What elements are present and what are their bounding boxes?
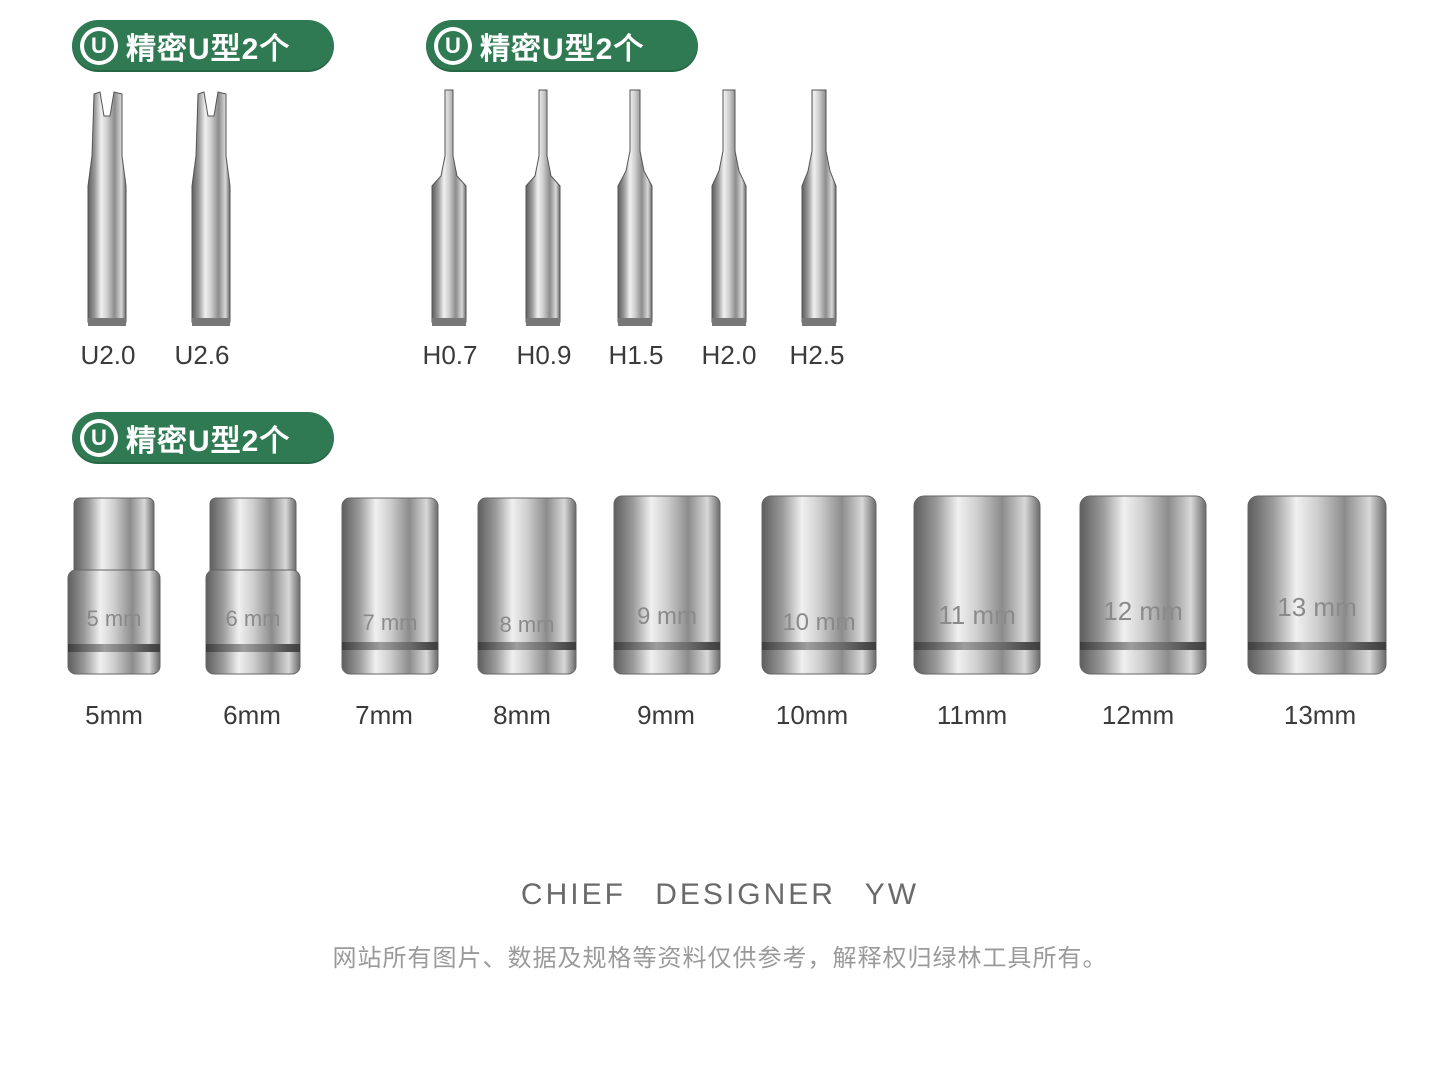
u-circle-icon: U bbox=[434, 27, 472, 65]
socket-label: 13mm bbox=[1283, 700, 1357, 730]
socket-label: 10mm bbox=[775, 700, 849, 730]
socket-engraving: 11 mm bbox=[938, 600, 1016, 630]
hex-bit-label: H2.5 bbox=[789, 340, 845, 370]
socket-label: 12mm bbox=[1101, 700, 1175, 730]
socket-image: 5 mm bbox=[67, 497, 161, 675]
badge-title: 精密U型2个 bbox=[126, 425, 291, 458]
u-bit-label: U2.6 bbox=[174, 340, 230, 370]
disclaimer-note: 网站所有图片、数据及规格等资料仅供参考，解释权归绿林工具所有。 bbox=[332, 945, 1108, 972]
socket-label: 11mm bbox=[936, 700, 1008, 730]
u-circle-icon: U bbox=[80, 27, 118, 65]
socket-engraving: 10 mm bbox=[782, 609, 855, 636]
socket-engraving: 12 mm bbox=[1103, 596, 1182, 626]
socket-engraving: 7 mm bbox=[363, 610, 418, 635]
socket-image: 6 mm bbox=[205, 497, 301, 675]
socket-image: 9 mm bbox=[613, 495, 721, 675]
socket-image: 12 mm bbox=[1079, 495, 1207, 675]
socket-engraving: 8 mm bbox=[500, 612, 555, 637]
hex-bit-image bbox=[711, 89, 747, 326]
hex-bit-image bbox=[801, 89, 837, 326]
socket-image: 10 mm bbox=[761, 495, 877, 675]
socket-engraving: 9 mm bbox=[637, 603, 697, 630]
hex-bit-label: H0.9 bbox=[516, 340, 572, 370]
socket-label: 8mm bbox=[493, 700, 551, 730]
u-bit-image bbox=[191, 91, 231, 326]
section-badge-hex-bits: U 精密U型2个 bbox=[426, 20, 698, 72]
hex-bit-image bbox=[431, 89, 467, 326]
hex-bit-image bbox=[525, 89, 561, 326]
socket-label: 5mm bbox=[85, 700, 143, 730]
u-bit-label: U2.0 bbox=[80, 340, 136, 370]
socket-image: 8 mm bbox=[477, 497, 577, 675]
hex-bit-label: H0.7 bbox=[422, 340, 478, 370]
u-circle-icon: U bbox=[80, 419, 118, 457]
socket-label: 6mm bbox=[223, 700, 281, 730]
socket-engraving: 5 mm bbox=[87, 606, 142, 631]
hex-bit-label: H1.5 bbox=[608, 340, 664, 370]
badge-title: 精密U型2个 bbox=[126, 33, 291, 66]
socket-engraving: 13 mm bbox=[1277, 592, 1356, 622]
socket-label: 9mm bbox=[637, 700, 695, 730]
section-badge-sockets: U 精密U型2个 bbox=[72, 412, 334, 464]
hex-bit-image bbox=[617, 89, 653, 326]
socket-engraving: 6 mm bbox=[226, 606, 281, 631]
hex-bit-label: H2.0 bbox=[701, 340, 757, 370]
badge-title: 精密U型2个 bbox=[480, 33, 645, 66]
socket-image: 7 mm bbox=[341, 497, 439, 675]
socket-label: 7mm bbox=[355, 700, 413, 730]
socket-image: 11 mm bbox=[913, 495, 1041, 675]
designer-credit: CHIEF DESIGNER YW bbox=[520, 878, 920, 911]
socket-image: 13 mm bbox=[1247, 495, 1387, 675]
section-badge-u-bits: U 精密U型2个 bbox=[72, 20, 334, 72]
u-bit-image bbox=[87, 91, 127, 326]
